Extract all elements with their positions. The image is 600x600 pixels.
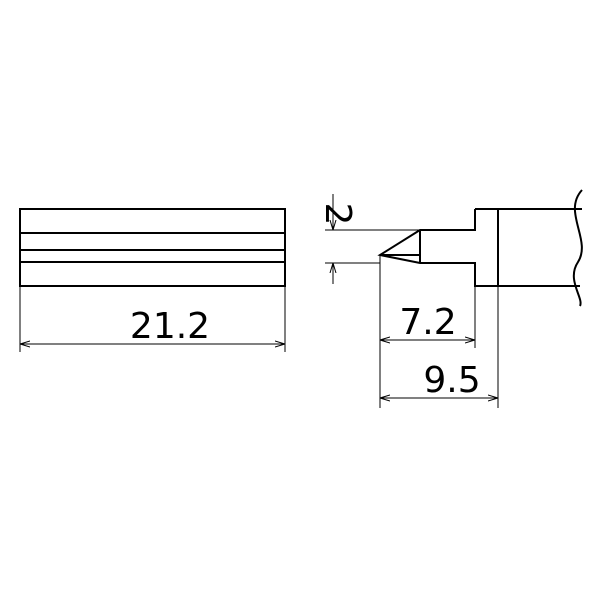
dimension-tip-length: 7.2 [379, 255, 476, 408]
dimension-thickness: 2 [317, 194, 420, 284]
dimension-label-tip-length: 7.2 [399, 302, 456, 343]
dimension-overall-length: 9.5 [380, 286, 499, 408]
front-view-outline [19, 208, 286, 287]
dimension-width: 21.2 [19, 286, 286, 352]
side-view [377, 189, 583, 307]
dimension-label-thickness: 2 [317, 203, 358, 226]
dimension-label-overall-length: 9.5 [423, 360, 480, 401]
side-view-break-line [572, 189, 583, 307]
dimension-label-width: 21.2 [130, 306, 210, 347]
front-view [19, 208, 286, 287]
side-view-tip-outline [377, 209, 580, 287]
